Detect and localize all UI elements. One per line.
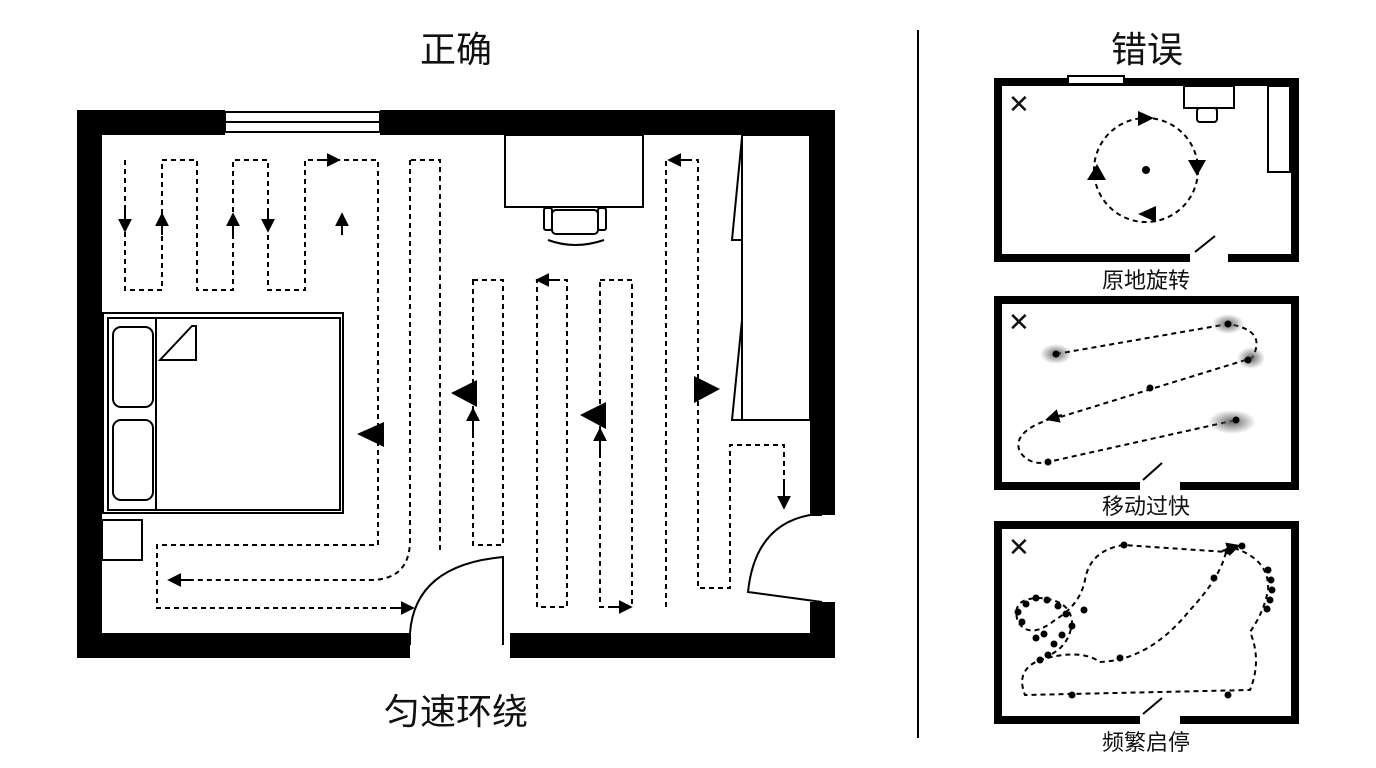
correct-heading: 正确 <box>420 30 492 71</box>
scan-path <box>118 153 791 615</box>
wrong-heading: 错误 <box>1111 30 1183 71</box>
wrong-caption-stopstart: 频繁启停 <box>1102 731 1190 756</box>
wall-left <box>77 110 102 658</box>
wardrobe <box>741 134 811 421</box>
door-bottom <box>409 555 504 645</box>
wrong-mark-spin: ✕ <box>1008 90 1030 120</box>
wrong-mark-stopstart: ✕ <box>1008 533 1030 563</box>
wall-right-upper <box>810 110 835 515</box>
chair <box>543 207 607 246</box>
correct-caption: 匀速环绕 <box>384 692 528 733</box>
wall-bottom-right <box>510 633 835 658</box>
wall-top-right <box>380 110 835 135</box>
wrong-panel-fast: ✕ <box>994 296 1299 490</box>
wrong-caption-fast: 移动过快 <box>1102 495 1190 520</box>
desk <box>504 134 644 208</box>
wall-bottom-left <box>77 633 410 658</box>
wrong-mark-fast: ✕ <box>1008 308 1030 338</box>
wrong-caption-spin: 原地旋转 <box>1102 269 1190 294</box>
bed <box>102 312 344 514</box>
door-right <box>746 514 823 603</box>
correct-floor-plan <box>77 110 835 658</box>
stop-points <box>1014 541 1276 699</box>
nightstand <box>101 519 143 561</box>
wrong-panel-spin: ✕ <box>994 75 1299 262</box>
wall-right-lower <box>810 602 835 658</box>
wrong-panel-stopstart: ✕ <box>994 521 1299 724</box>
